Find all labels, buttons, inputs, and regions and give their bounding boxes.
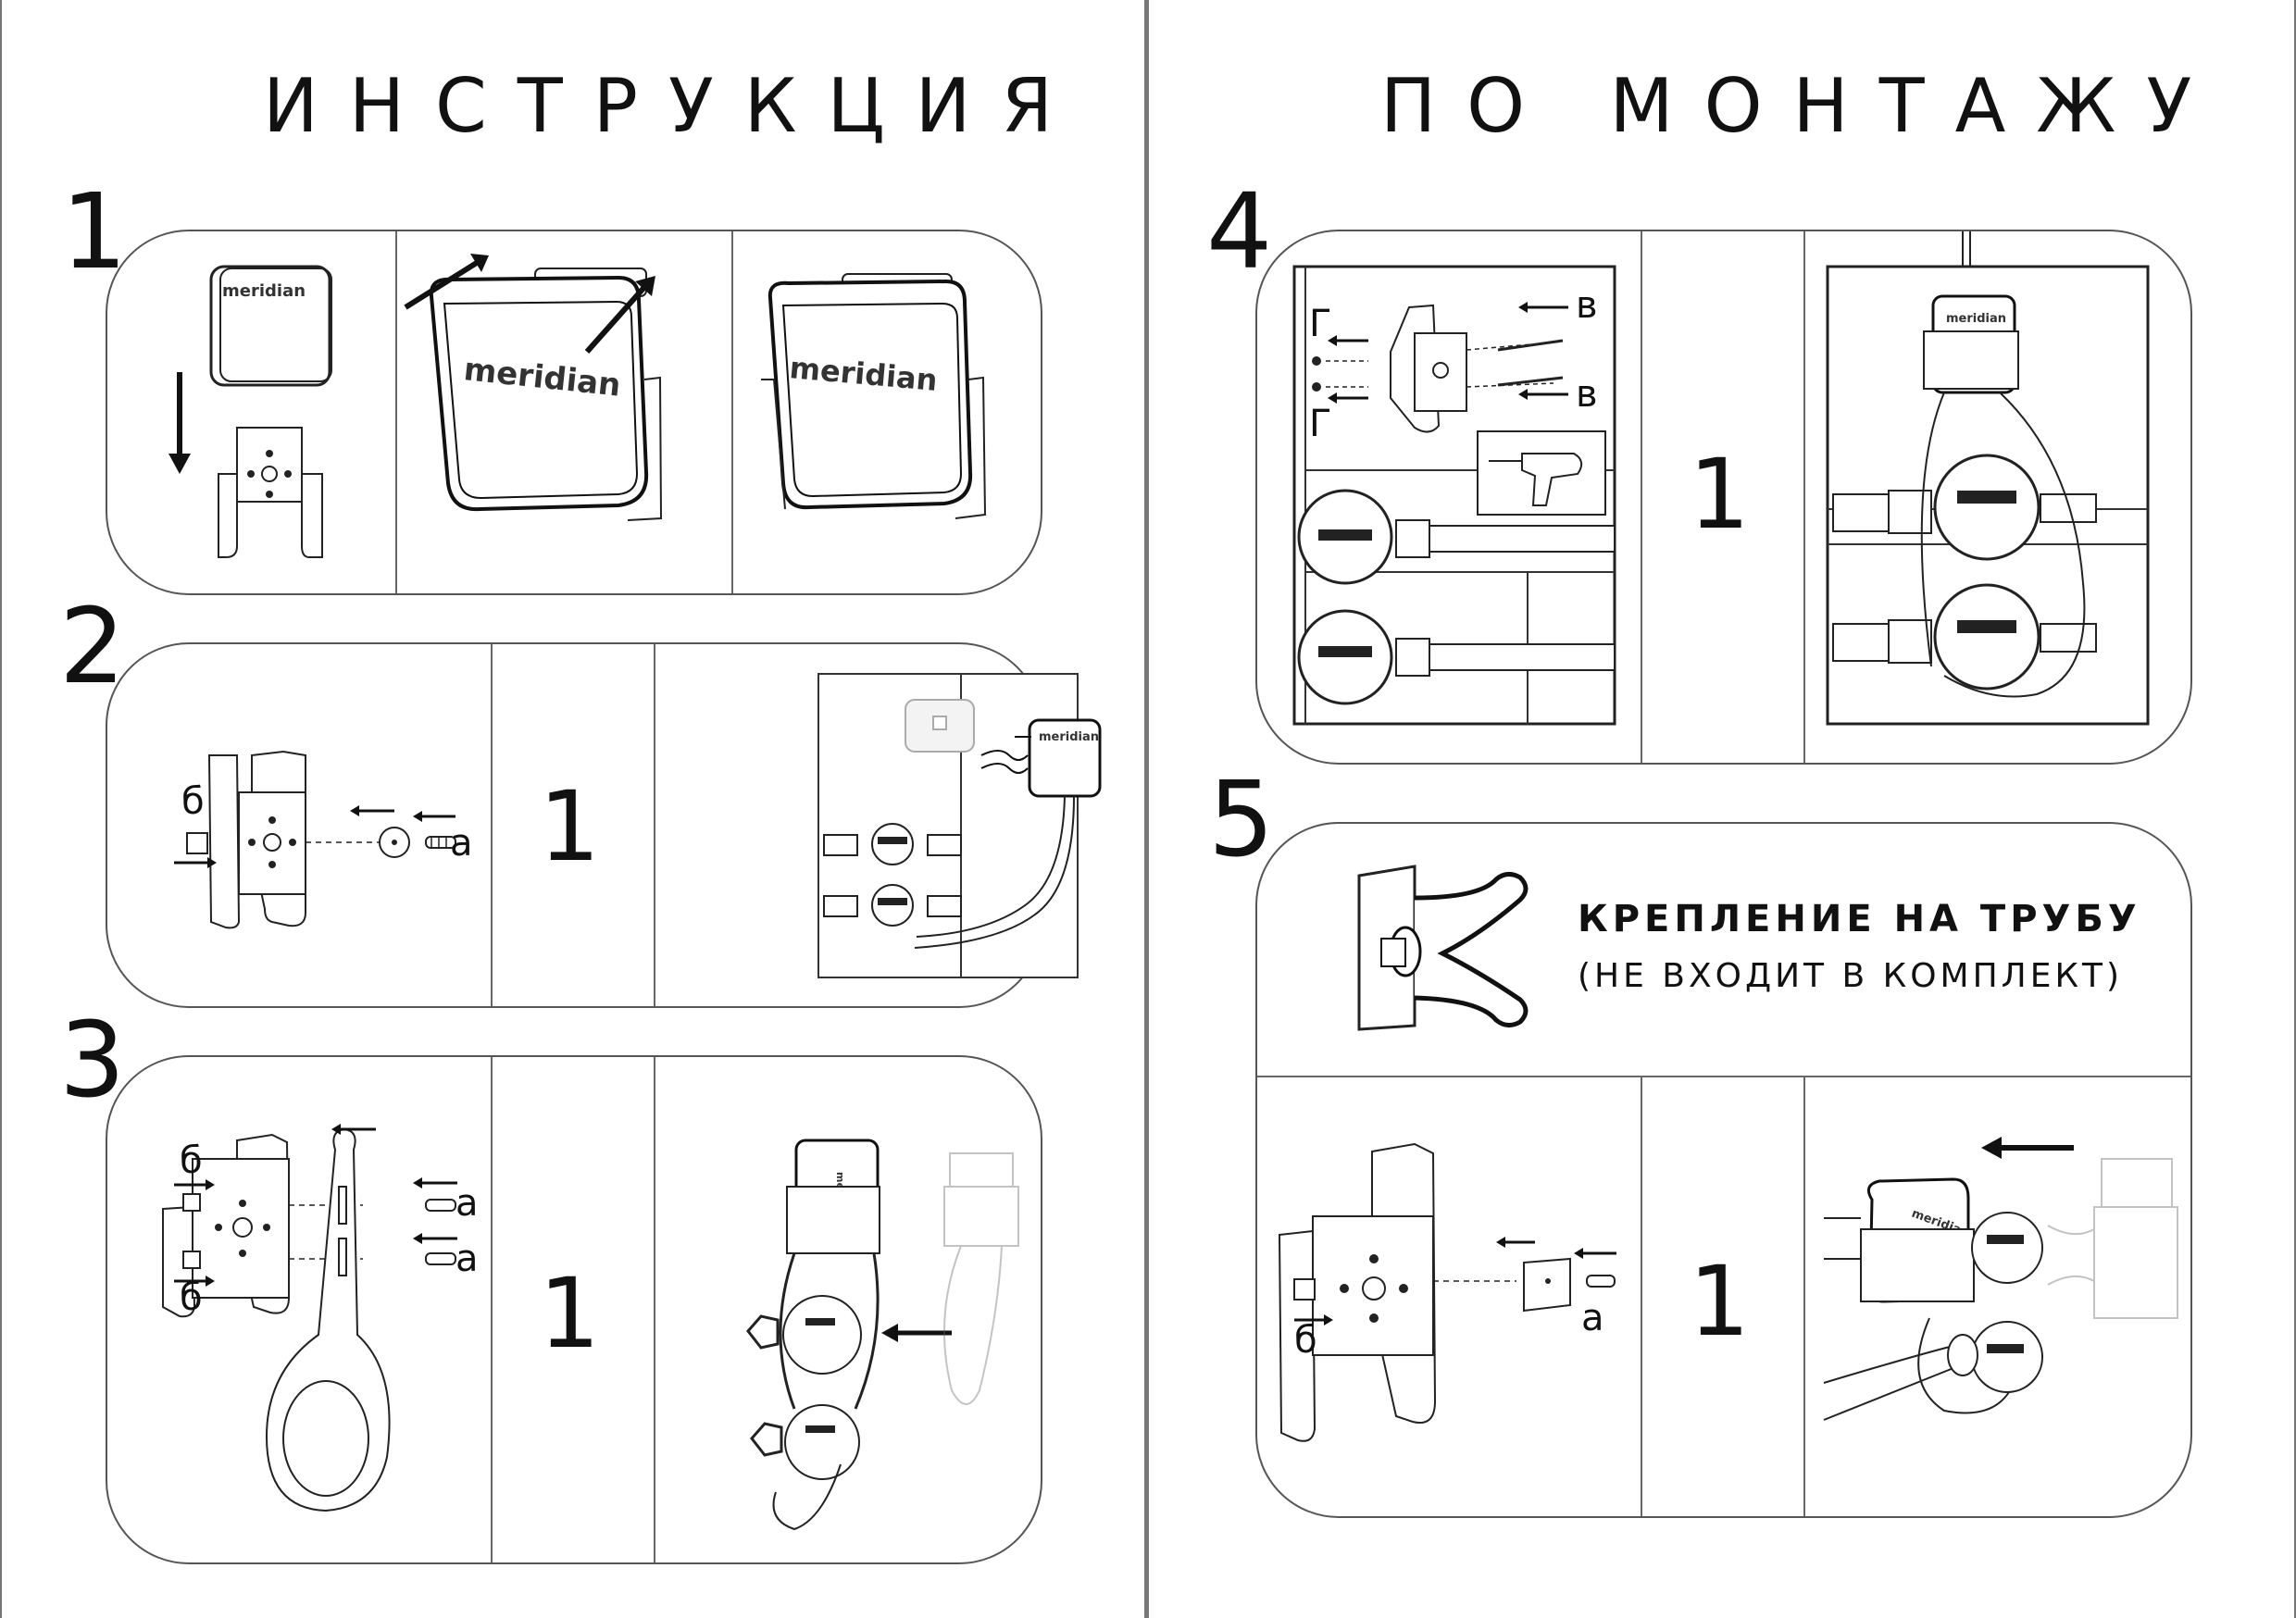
step-3-panel: б б а а 1 meridian — [106, 1055, 1042, 1564]
step-1-panel: meridian meridian — [106, 230, 1042, 595]
step-number-4: 4 — [1206, 172, 1273, 292]
pipe-clamp-install-illustration: meridian — [1823, 1137, 2178, 1421]
label-b: б — [180, 1276, 203, 1319]
brand-logo: meridian — [222, 281, 306, 301]
quantity-label: 1 — [539, 1257, 601, 1370]
page-title-right: ПО МОНТАЖУ — [1380, 63, 2223, 149]
divider — [1803, 231, 1805, 763]
label-v: в — [1576, 284, 1598, 327]
right-page: ПО МОНТАЖУ 4 — [1146, 0, 2296, 1618]
label-b: б — [180, 1139, 203, 1182]
caption-main: КРЕПЛЕНИЕ НА ТРУБУ — [1578, 898, 2141, 940]
label-g: Г — [1309, 303, 1332, 345]
divider — [1641, 1076, 1642, 1516]
divider — [1803, 1076, 1805, 1516]
bracket-screw-illustration — [174, 750, 456, 929]
step-number-1: 1 — [61, 172, 128, 292]
label-b: б — [181, 780, 205, 823]
divider — [491, 1057, 493, 1562]
label-b: б — [1294, 1319, 1317, 1362]
label-a: а — [455, 1238, 479, 1280]
label-g: Г — [1309, 403, 1332, 445]
step-4-panel: Г Г в в 1 meridian — [1255, 230, 2192, 765]
bracket-clamp-screw-illustration — [1278, 1142, 1616, 1442]
label-v: в — [1576, 373, 1598, 416]
quantity-label: 1 — [1689, 438, 1751, 551]
step-number-3: 3 — [59, 1001, 126, 1121]
pipe-install-illustration: meridian — [746, 1139, 1019, 1531]
divider — [1257, 1076, 2190, 1077]
brand-logo: meridian — [1039, 730, 1099, 744]
quantity-label: 1 — [539, 770, 601, 883]
step-5-panel: КРЕПЛЕНИЕ НА ТРУБУ (НЕ ВХОДИТ В КОМПЛЕКТ… — [1255, 822, 2192, 1518]
page-title-left: ИНСТРУКЦИЯ — [263, 63, 1084, 149]
label-a: а — [455, 1182, 479, 1225]
caption-sub: (НЕ ВХОДИТ В КОМПЛЕКТ) — [1578, 957, 2124, 995]
left-page: ИНСТРУКЦИЯ 1 meridian meridian — [0, 0, 1146, 1618]
divider — [491, 644, 493, 1006]
label-a: а — [450, 822, 473, 865]
device-and-bracket-illustration: meridian — [168, 265, 332, 558]
wall-install-illustration: meridian — [817, 673, 1102, 978]
divider — [1641, 231, 1642, 763]
device-seated-illustration: meridian — [761, 273, 987, 519]
quantity-label: 1 — [1689, 1245, 1751, 1358]
divider — [654, 644, 655, 1006]
meter-install-illustration: meridian — [1826, 231, 2150, 726]
bracket-clamp-illustration — [162, 1124, 457, 1512]
brand-logo: meridian — [1946, 312, 2006, 326]
device-insert-illustration: meridian — [404, 254, 663, 521]
divider — [731, 231, 733, 593]
pipe-clamp-accessory-illustration — [1357, 865, 1529, 1031]
label-a: а — [1581, 1297, 1604, 1339]
step-number-2: 2 — [59, 587, 126, 707]
divider — [395, 231, 397, 593]
wall-drill-illustration — [1292, 265, 1616, 726]
step-2-panel: б а 1 meridian — [106, 642, 1102, 1008]
divider — [654, 1057, 655, 1562]
step-number-5: 5 — [1208, 760, 1275, 880]
